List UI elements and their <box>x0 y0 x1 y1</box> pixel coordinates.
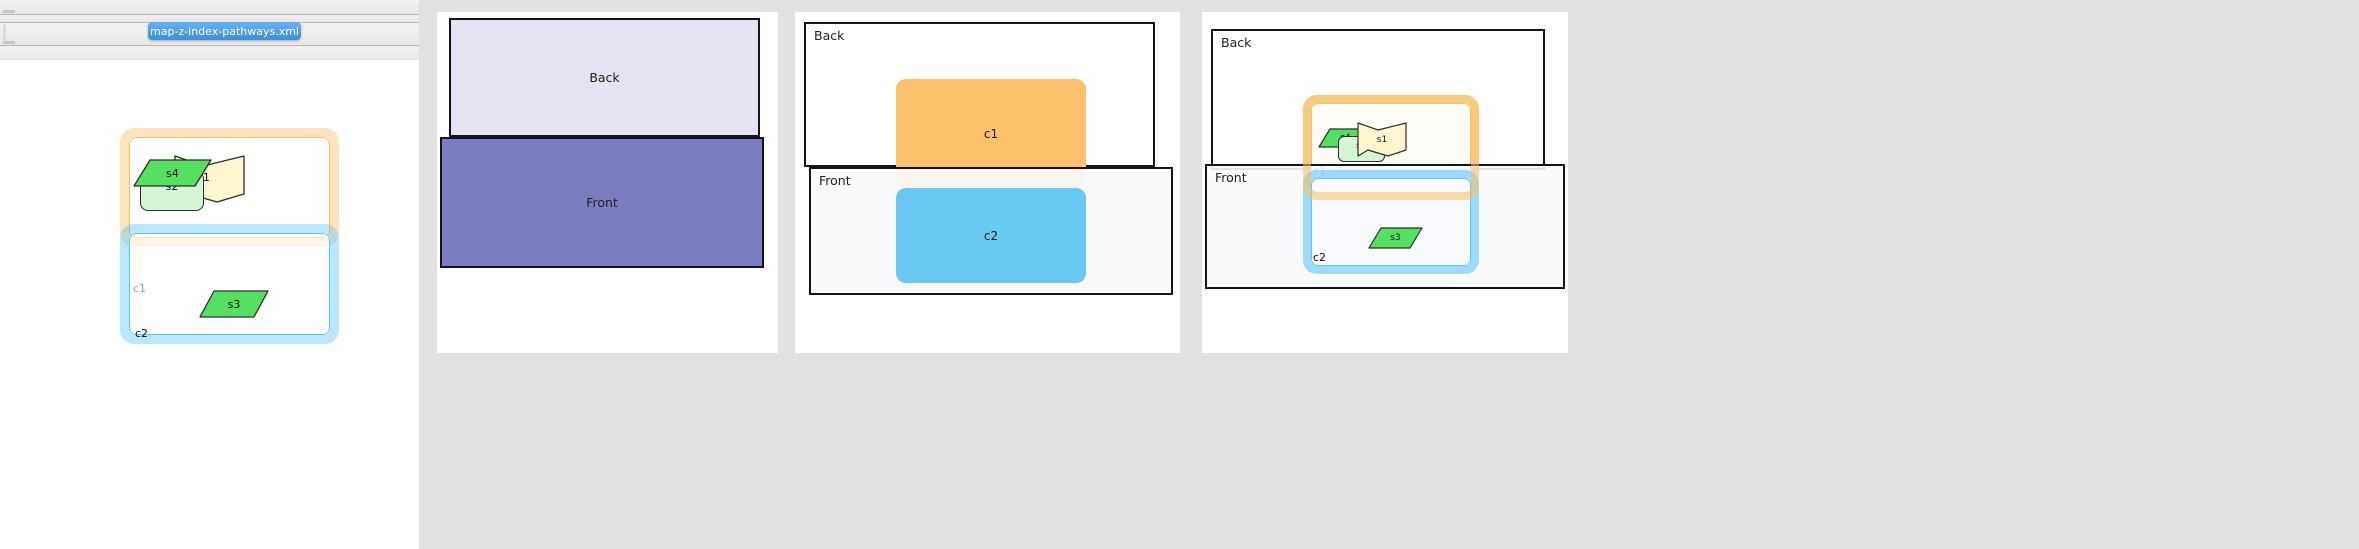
front-rect-p3-label: Front <box>819 173 851 188</box>
shape-s1-p4[interactable]: s1 <box>1357 122 1407 157</box>
shape-s3[interactable]: s3 <box>199 290 269 318</box>
back-rect-p2-label: Back <box>589 70 620 85</box>
container-c2[interactable] <box>120 224 339 344</box>
panel-back-front-plain: Back Front <box>437 12 778 353</box>
back-rect-p4-label: Back <box>1221 35 1252 50</box>
shape-s3-p4[interactable]: s3 <box>1368 227 1423 249</box>
toolbar-divider-1 <box>0 14 419 15</box>
shape-s4-svg <box>133 159 212 187</box>
toolbar-band-1 <box>0 0 419 14</box>
container-c2-p4[interactable] <box>1303 170 1479 274</box>
shape-s3-p4-svg <box>1368 227 1423 249</box>
container-c2-label: c2 <box>135 327 149 340</box>
toolbar-divider-3 <box>0 45 419 46</box>
panel-back-front-solid: Back c1 Front c2 <box>795 12 1180 353</box>
front-rect-p2-label: Front <box>586 195 618 210</box>
front-rect-p4-label: Front <box>1215 170 1247 185</box>
file-tab-label: map-z-index-pathways.xml <box>150 24 299 38</box>
container-c2-solid-p3-label: c2 <box>983 228 999 243</box>
shape-s3-svg <box>199 290 269 318</box>
container-c1-solid-p3-label: c1 <box>983 127 999 141</box>
toolbar-handle-1[interactable] <box>3 10 15 13</box>
editor-window: map-z-index-pathways.xml c1 c2 <box>0 0 419 549</box>
container-c2-p4-inner-stroke <box>1311 178 1471 266</box>
shape-s1-p4-svg <box>1357 122 1407 157</box>
file-tab[interactable]: map-z-index-pathways.xml <box>148 22 301 40</box>
container-c2-outer-stroke <box>120 224 339 344</box>
container-c2-inner-stroke <box>129 233 330 335</box>
panel-back-front-diagram: Back c1 s4 s2 s1 Front <box>1202 12 1568 353</box>
diagram-canvas[interactable]: c1 c2 s1 s2 s <box>0 60 419 549</box>
toolbar-handle-2[interactable] <box>3 24 6 44</box>
toolbar-band-4 <box>0 46 419 60</box>
container-c2-solid-p3[interactable]: c2 <box>896 188 1086 283</box>
toolbar-band-2 <box>0 15 419 22</box>
front-rect-p2[interactable]: Front <box>440 137 764 268</box>
back-rect-p2[interactable]: Back <box>449 18 760 137</box>
container-c2-p4-outer-stroke <box>1303 170 1479 274</box>
shape-s4[interactable]: s4 <box>133 159 212 187</box>
toolbar-handle-3[interactable] <box>3 41 15 44</box>
back-rect-p3-label: Back <box>814 28 845 43</box>
container-c2-p4-label: c2 <box>1313 251 1327 264</box>
